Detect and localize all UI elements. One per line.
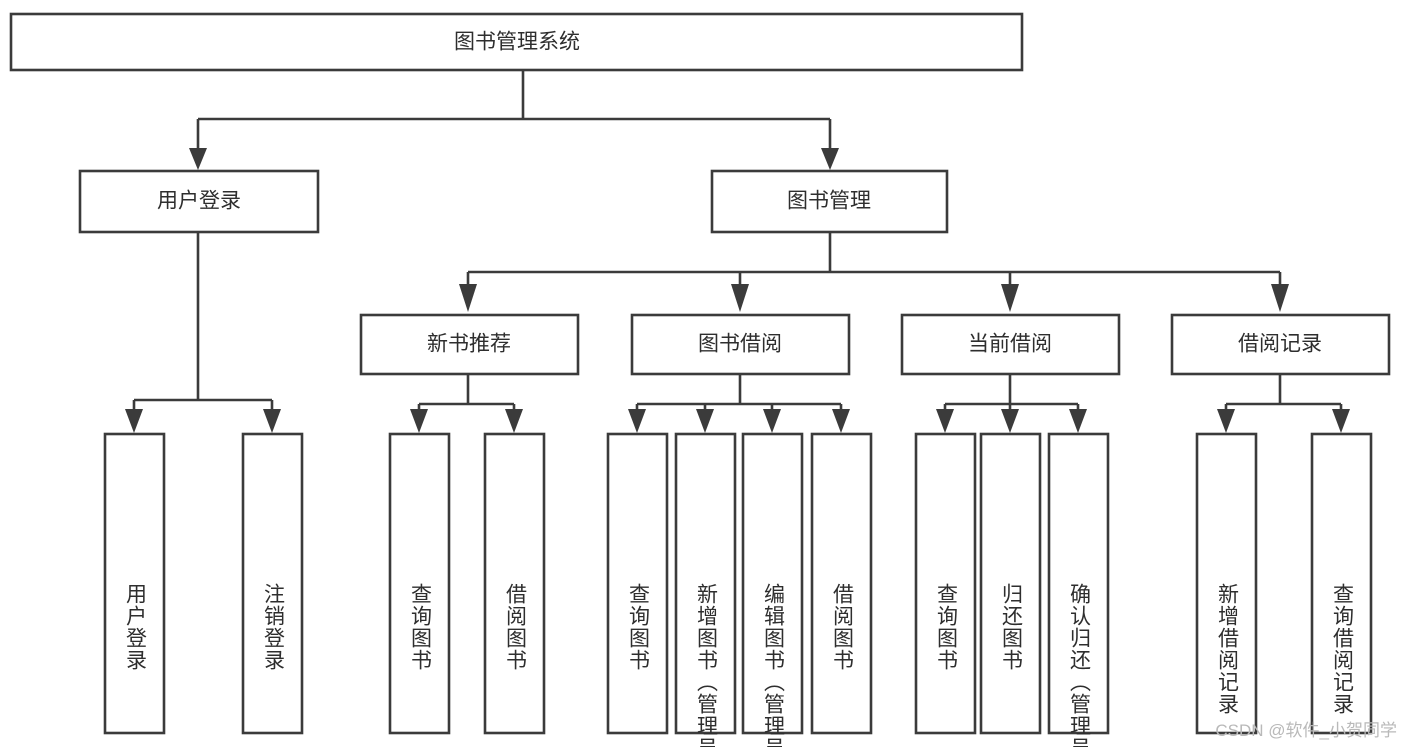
node-leaf-add-book[interactable]: 新增图书（管理员） — [674, 432, 737, 747]
arrow-head-leaf-9 — [936, 409, 954, 433]
arrow-head-leaf-11 — [1069, 409, 1087, 433]
node-leaf-confirm-return-box[interactable] — [1047, 432, 1110, 735]
arrow-head-leaf-8 — [832, 409, 850, 433]
node-leaf-query-borrow-record[interactable]: 查询借阅记录 — [1310, 432, 1373, 735]
arrow-head-leaf-13 — [1332, 409, 1350, 433]
csdn-watermark: CSDN @软件_小贺同学 — [1215, 721, 1397, 740]
node-borrow-record-box[interactable] — [1170, 313, 1391, 376]
node-leaf-add-borrow-record-label: 新增借阅记录 — [1216, 583, 1240, 715]
arrow-head-leaf-10 — [1001, 409, 1019, 433]
node-root-label: 图书管理系统 — [454, 31, 580, 54]
node-leaf-confirm-return[interactable]: 确认归还（管理员） — [1047, 432, 1110, 747]
arrow-head-leaf-6 — [696, 409, 714, 433]
arrow-head-to-new-book — [459, 284, 477, 312]
arrow-head-to-current-borrow — [1001, 284, 1019, 312]
node-leaf-edit-book-box[interactable] — [741, 432, 804, 735]
arrow-head-leaf-5 — [628, 409, 646, 433]
arrow-head-leaf-3 — [410, 409, 428, 433]
node-user-login-box[interactable] — [78, 169, 320, 234]
node-leaf-return-book-box[interactable] — [979, 432, 1042, 735]
node-root[interactable]: 图书管理系统 — [9, 12, 1024, 72]
arrow-head-to-borrow-record — [1271, 284, 1289, 312]
arrow-head-leaf-4 — [505, 409, 523, 433]
node-leaf-add-book-label: 新增图书（管理员） — [695, 583, 719, 747]
node-book-management-box[interactable] — [710, 169, 949, 234]
node-book-borrow-label: 图书借阅 — [698, 333, 782, 356]
node-leaf-query-book-2-box[interactable] — [606, 432, 669, 735]
node-leaf-edit-book[interactable]: 编辑图书（管理员） — [741, 432, 804, 747]
node-leaf-user-login-box[interactable] — [103, 432, 166, 735]
node-leaf-user-login-label: 用户登录 — [124, 583, 148, 671]
node-book-borrow-box[interactable] — [630, 313, 851, 376]
arrow-head-to-book-mgmt — [821, 148, 839, 170]
arrow-head-to-user-login — [189, 148, 207, 170]
node-leaf-confirm-return-label: 确认归还（管理员） — [1068, 583, 1092, 747]
node-user-login-label: 用户登录 — [157, 190, 241, 213]
node-root-box[interactable] — [9, 12, 1024, 72]
node-borrow-record-label: 借阅记录 — [1238, 333, 1322, 356]
node-book-borrow[interactable]: 图书借阅 — [630, 313, 851, 376]
arrow-head-leaf-7 — [763, 409, 781, 433]
node-leaf-return-book-label: 归还图书 — [1000, 583, 1024, 671]
node-leaf-add-book-box[interactable] — [674, 432, 737, 735]
node-leaf-logout-label: 注销登录 — [262, 583, 286, 671]
node-book-management[interactable]: 图书管理 — [710, 169, 949, 234]
arrow-head-leaf-1 — [125, 409, 143, 433]
node-leaf-query-book-3-box[interactable] — [914, 432, 977, 735]
node-current-borrow-label: 当前借阅 — [968, 333, 1052, 356]
node-user-login[interactable]: 用户登录 — [78, 169, 320, 234]
node-book-management-label: 图书管理 — [787, 190, 871, 213]
node-leaf-add-borrow-record[interactable]: 新增借阅记录 — [1195, 432, 1258, 735]
node-new-book-recommend-box[interactable] — [359, 313, 580, 376]
node-leaf-logout-box[interactable] — [241, 432, 304, 735]
connector-layer — [125, 70, 1350, 433]
node-leaf-add-borrow-record-box[interactable] — [1195, 432, 1258, 735]
node-new-book-recommend-label: 新书推荐 — [427, 333, 511, 356]
node-leaf-query-book-2-label: 查询图书 — [627, 583, 651, 671]
node-leaf-borrow-book-2-label: 借阅图书 — [831, 583, 855, 671]
node-leaf-borrow-book-1-label: 借阅图书 — [504, 583, 528, 671]
node-leaf-query-book-3-label: 查询图书 — [935, 583, 959, 671]
arrow-head-to-borrow-book — [731, 284, 749, 312]
node-leaf-user-login[interactable]: 用户登录 — [103, 432, 166, 735]
node-leaf-return-book[interactable]: 归还图书 — [979, 432, 1042, 735]
node-leaf-query-book-1-label: 查询图书 — [409, 583, 433, 671]
node-leaf-borrow-book-2[interactable]: 借阅图书 — [810, 432, 873, 735]
node-leaf-borrow-book-1[interactable]: 借阅图书 — [483, 432, 546, 735]
node-leaf-query-book-3[interactable]: 查询图书 — [914, 432, 977, 735]
leaf-nodes-layer: 用户登录 注销登录 查询图书 借阅图书 查询图书 新增图书（管理员） — [103, 432, 1373, 747]
node-leaf-logout[interactable]: 注销登录 — [241, 432, 304, 735]
node-leaf-query-book-2[interactable]: 查询图书 — [606, 432, 669, 735]
node-leaf-borrow-book-1-box[interactable] — [483, 432, 546, 735]
arrow-head-leaf-2 — [263, 409, 281, 433]
node-leaf-borrow-book-2-box[interactable] — [810, 432, 873, 735]
node-leaf-query-borrow-record-label: 查询借阅记录 — [1331, 583, 1355, 715]
node-current-borrow[interactable]: 当前借阅 — [900, 313, 1121, 376]
node-new-book-recommend[interactable]: 新书推荐 — [359, 313, 580, 376]
arrow-head-leaf-12 — [1217, 409, 1235, 433]
node-leaf-query-book-1[interactable]: 查询图书 — [388, 432, 451, 735]
node-current-borrow-box[interactable] — [900, 313, 1121, 376]
node-leaf-query-book-1-box[interactable] — [388, 432, 451, 735]
node-leaf-edit-book-label: 编辑图书（管理员） — [762, 583, 786, 747]
node-borrow-record[interactable]: 借阅记录 — [1170, 313, 1391, 376]
node-leaf-query-borrow-record-box[interactable] — [1310, 432, 1373, 735]
